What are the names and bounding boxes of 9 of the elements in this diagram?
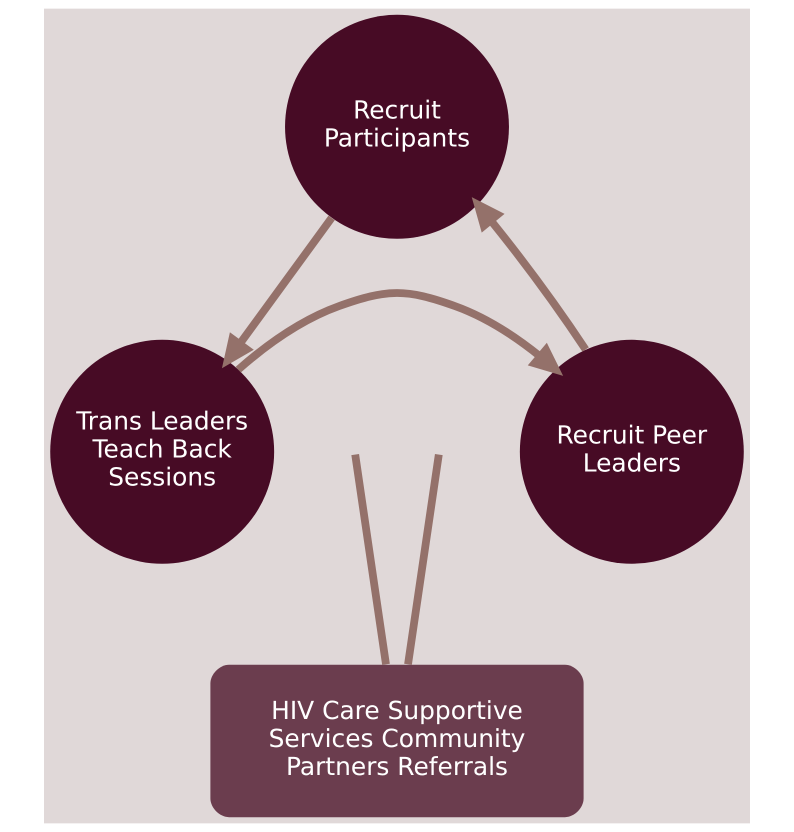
node-circle: Trans Leaders Teach Back Sessions (50, 340, 274, 564)
arrow (222, 216, 335, 368)
node-circle: Recruit Peer Leaders (520, 340, 744, 564)
arrow (472, 197, 589, 352)
node-box: HIV Care Supportive Services Community Partners Referrals (210, 664, 584, 818)
connector (404, 454, 443, 665)
connector (351, 454, 390, 665)
node-circle: Recruit Participants (285, 14, 509, 239)
arrow (236, 289, 564, 376)
